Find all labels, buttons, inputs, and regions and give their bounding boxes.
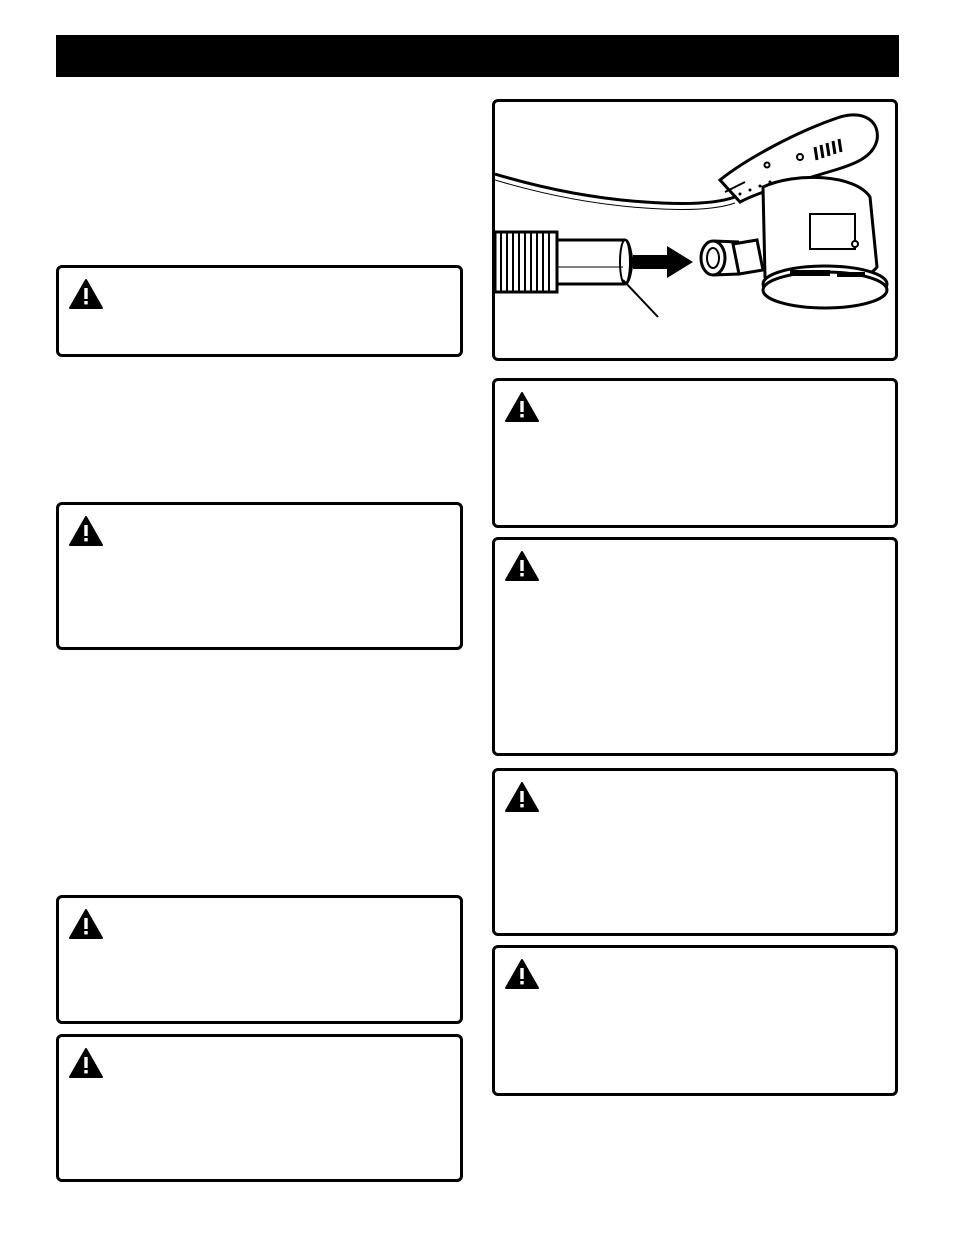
warning-triangle-icon — [69, 1048, 103, 1078]
warning-box-4 — [56, 1034, 463, 1182]
warning-box-1 — [56, 265, 463, 357]
grip-vents — [813, 138, 843, 161]
sander-illustration — [495, 113, 889, 318]
warning-triangle-icon — [505, 551, 539, 581]
warning-box-5 — [492, 378, 898, 528]
direction-arrow — [633, 246, 693, 278]
warning-box-7 — [492, 768, 898, 936]
warning-triangle-icon — [505, 392, 539, 422]
warning-triangle-icon — [505, 782, 539, 812]
warning-box-3 — [56, 895, 463, 1024]
sander-illustration-figure — [492, 99, 898, 361]
warning-box-6 — [492, 537, 898, 756]
warning-triangle-icon — [505, 959, 539, 989]
warning-triangle-icon — [69, 909, 103, 939]
warning-box-8 — [492, 945, 898, 1096]
warning-triangle-icon — [69, 516, 103, 546]
vacuum-hose — [495, 230, 634, 294]
warning-triangle-icon — [69, 279, 103, 309]
warning-box-2 — [56, 502, 463, 650]
section-header-bar — [56, 35, 899, 77]
